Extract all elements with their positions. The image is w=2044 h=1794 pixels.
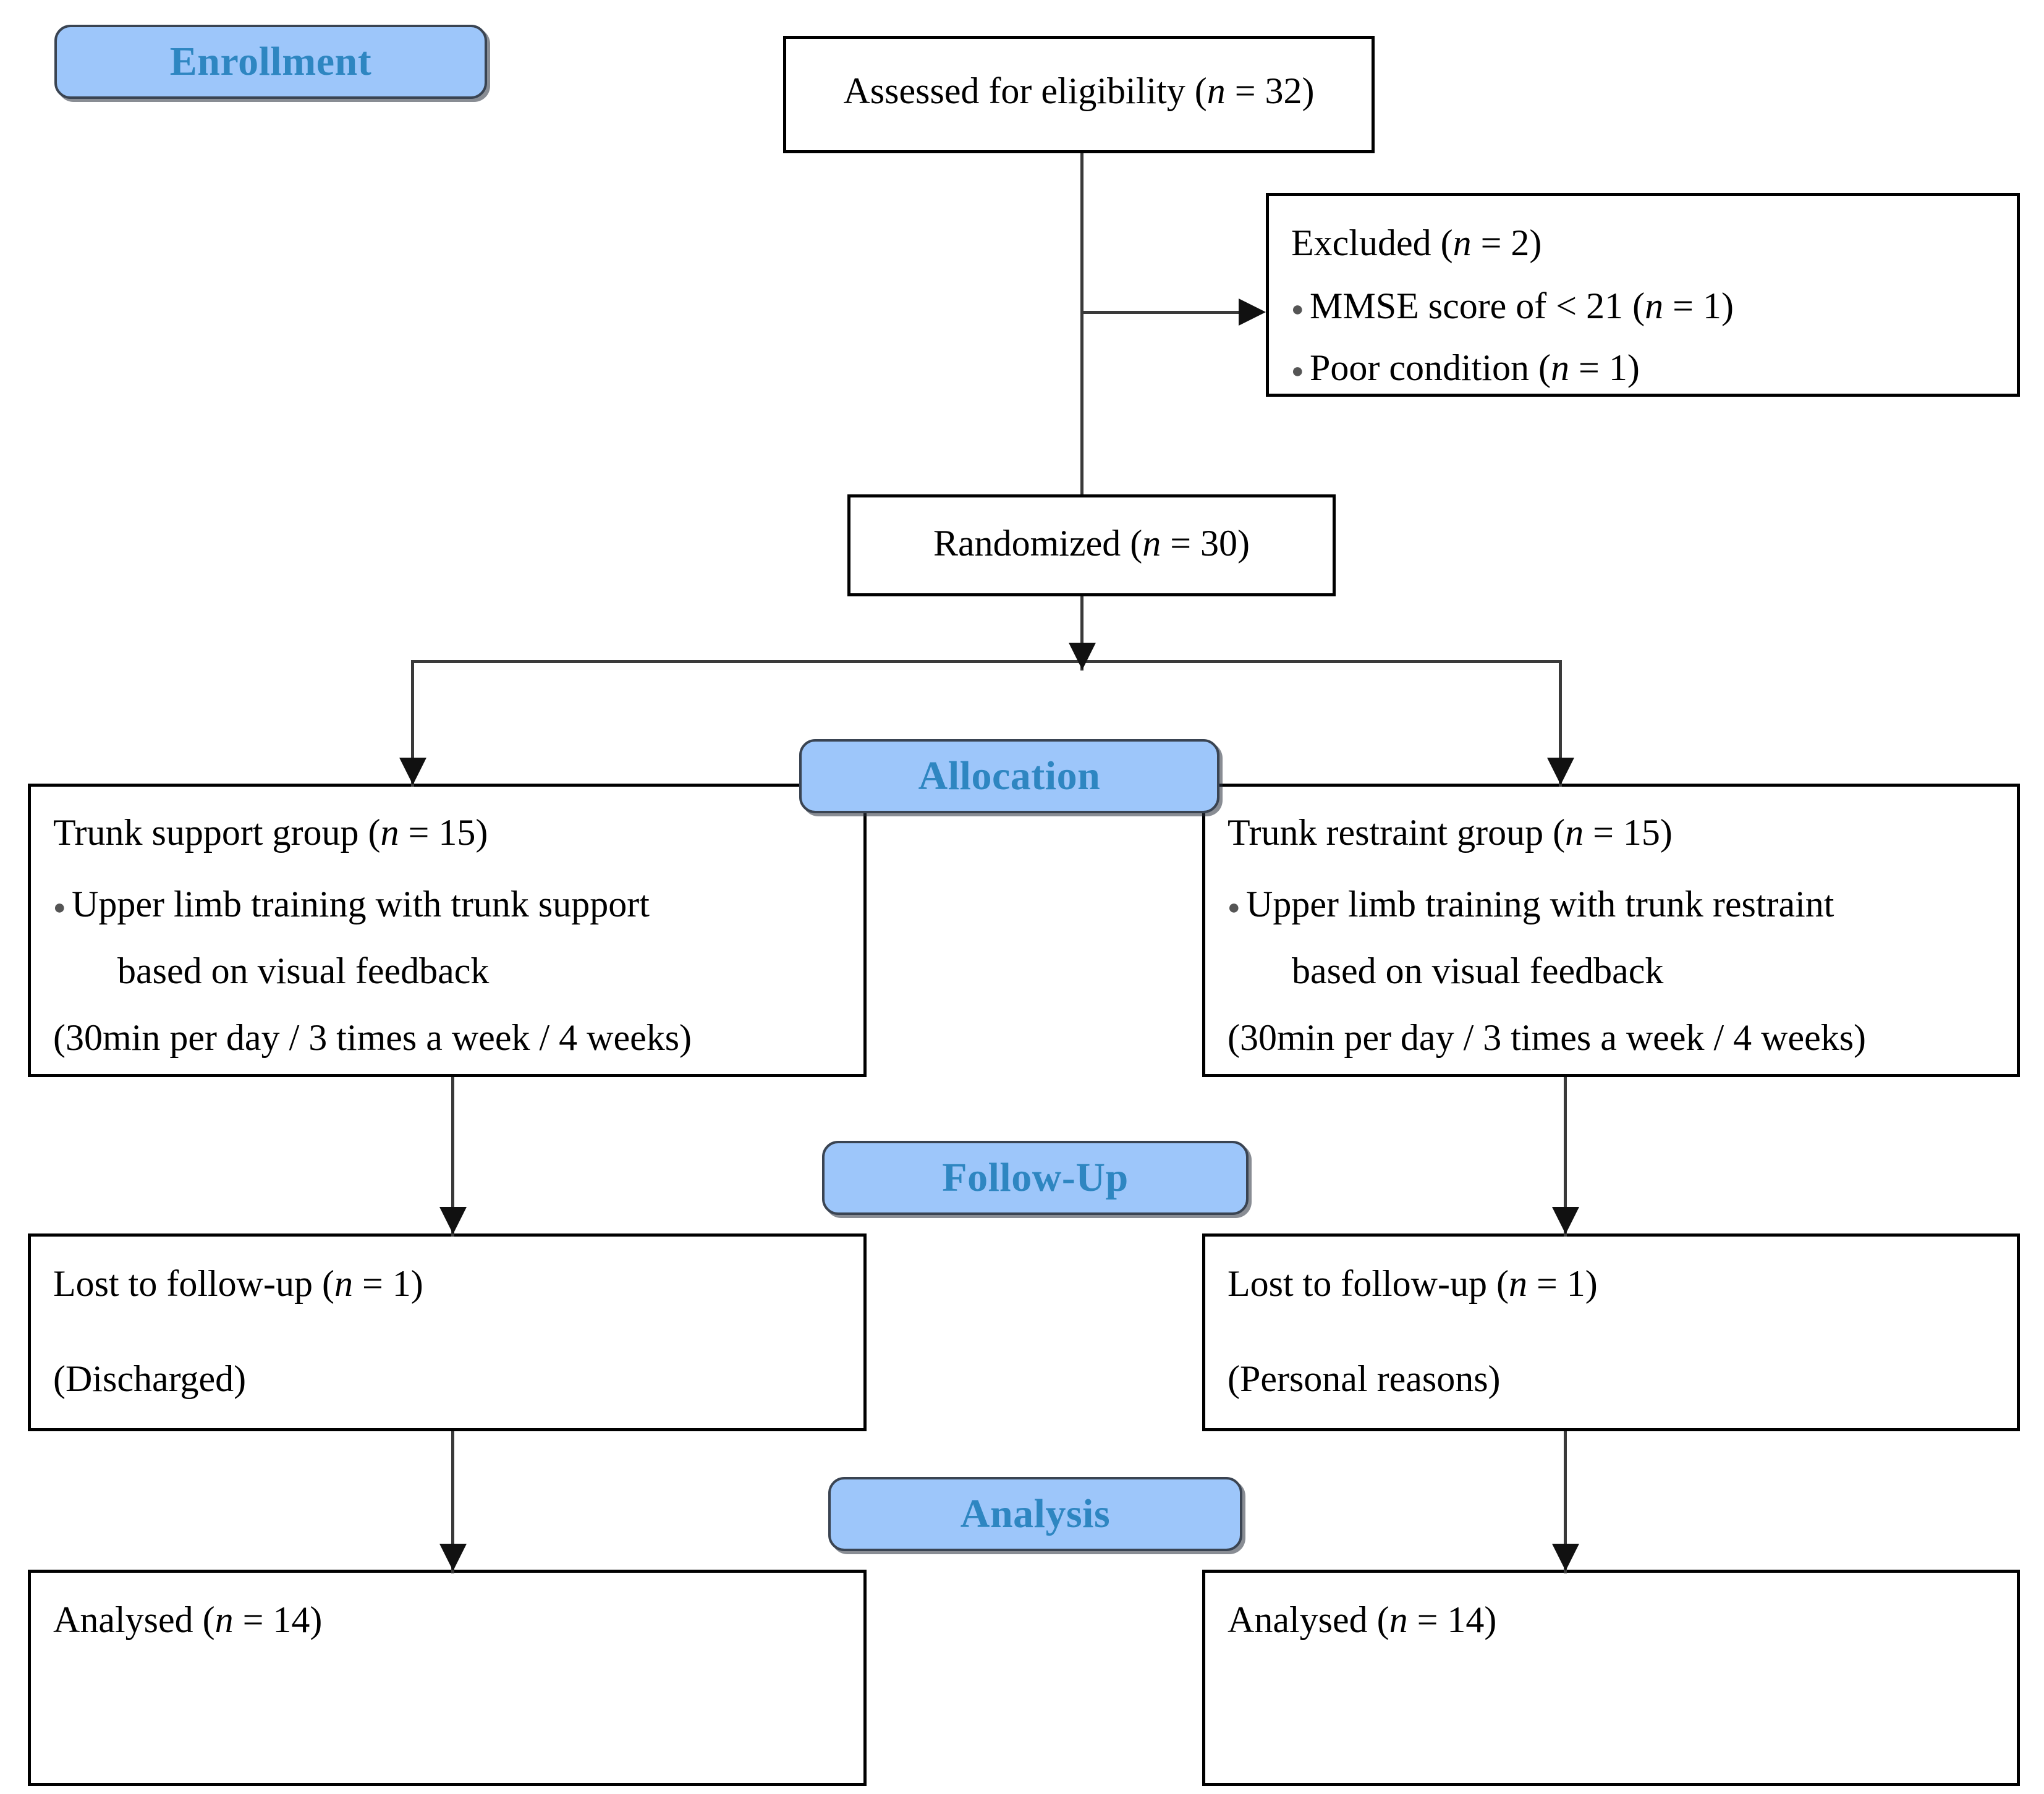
analysis-right-n-value: = 14) xyxy=(1407,1599,1497,1640)
followup-right-line-2: (Personal reasons) xyxy=(1228,1360,2002,1397)
node-excluded: Excluded (n = 2) ●MMSE score of < 21 (n … xyxy=(1266,193,2020,397)
alloc-right-bullet-1-cont-text: based on visual feedback xyxy=(1292,950,1664,991)
connector-split-to-alloc-right xyxy=(1559,660,1562,787)
assessed-label: Assessed for eligibility ( xyxy=(843,70,1207,111)
followup-left-n-symbol: n xyxy=(334,1263,353,1304)
node-allocation-trunk-restraint: Trunk restraint group (n = 15) ● Upper li… xyxy=(1202,784,2020,1077)
stage-badge-followup-label: Follow-Up xyxy=(942,1155,1129,1200)
randomized-n-symbol: n xyxy=(1142,523,1161,564)
analysis-left-n-symbol: n xyxy=(214,1599,234,1640)
followup-left-line-1-text: Lost to follow-up ( xyxy=(53,1263,334,1304)
connector-split-to-alloc-right-arrow xyxy=(1547,758,1574,785)
alloc-left-bullet-1-text: Upper limb training with trunk support xyxy=(72,884,650,925)
node-analysis-trunk-support: Analysed (n = 14) xyxy=(28,1570,867,1786)
randomized-text: Randomized (n = 30) xyxy=(850,525,1333,562)
connector-followup-right-to-analysis-right-arrow xyxy=(1552,1544,1579,1571)
analysis-right-n-symbol: n xyxy=(1389,1599,1408,1640)
alloc-left-bullet-1: ● Upper limb training with trunk support xyxy=(53,886,849,923)
connector-assessed-to-excluded-arrow xyxy=(1239,298,1266,326)
connector-randomized-down-arrow xyxy=(1069,643,1096,670)
randomized-n-value: = 30) xyxy=(1161,523,1250,564)
stage-badge-allocation: Allocation xyxy=(799,739,1219,813)
alloc-left-title: Trunk support group (n = 15) xyxy=(53,814,849,851)
alloc-right-bullet-1-text: Upper limb training with trunk restraint xyxy=(1246,884,1834,925)
assessed-text: Assessed for eligibility (n = 32) xyxy=(786,72,1372,109)
excluded-reason-1-text: MMSE score of < 21 ( xyxy=(1310,286,1645,326)
excluded-reason-2-n-value: = 1) xyxy=(1569,347,1640,388)
excluded-reason-2-text: Poor condition ( xyxy=(1310,347,1551,388)
connector-assessed-to-randomized xyxy=(1080,153,1083,494)
alloc-left-n-value: = 15) xyxy=(399,812,488,853)
excluded-heading-n-value: = 2) xyxy=(1471,222,1542,263)
connector-followup-right-to-analysis-right xyxy=(1564,1431,1567,1573)
analysis-left-n-value: = 14) xyxy=(233,1599,323,1640)
analysis-right-line-1-text: Analysed ( xyxy=(1228,1599,1389,1640)
excluded-reason-1-n-value: = 1) xyxy=(1663,286,1734,326)
followup-left-line-2: (Discharged) xyxy=(53,1360,849,1397)
connector-randomized-down xyxy=(1080,596,1083,671)
stage-badge-analysis: Analysis xyxy=(828,1477,1242,1551)
alloc-left-dose: (30min per day / 3 times a week / 4 week… xyxy=(53,1019,849,1056)
bullet-icon: ● xyxy=(1291,360,1304,383)
excluded-reason-2: ● Poor condition (n = 1) xyxy=(1291,349,2002,386)
connector-split-to-alloc-left xyxy=(411,660,414,787)
node-followup-trunk-support: Lost to follow-up (n = 1) (Discharged) xyxy=(28,1233,867,1431)
alloc-left-dose-text: (30min per day / 3 times a week / 4 week… xyxy=(53,1017,692,1058)
alloc-right-dose: (30min per day / 3 times a week / 4 week… xyxy=(1228,1019,2002,1056)
alloc-right-bullet-1-cont: based on visual feedback xyxy=(1292,952,2002,989)
followup-left-line-1: Lost to follow-up (n = 1) xyxy=(53,1265,849,1302)
connector-alloc-right-to-followup-right-arrow xyxy=(1552,1207,1579,1234)
excluded-heading-n-symbol: n xyxy=(1452,222,1472,263)
alloc-right-n-symbol: n xyxy=(1565,812,1584,853)
alloc-right-n-value: = 15) xyxy=(1584,812,1673,853)
stage-badge-enrollment-label: Enrollment xyxy=(169,39,372,84)
analysis-left-line-1: Analysed (n = 14) xyxy=(53,1601,849,1638)
connector-alloc-right-to-followup-right xyxy=(1564,1077,1567,1237)
stage-badge-enrollment: Enrollment xyxy=(54,25,487,99)
followup-right-line-2-text: (Personal reasons) xyxy=(1228,1358,1501,1399)
followup-right-line-1-text: Lost to follow-up ( xyxy=(1228,1263,1509,1304)
followup-left-n-value: = 1) xyxy=(352,1263,423,1304)
assessed-n-symbol: n xyxy=(1206,70,1226,111)
alloc-right-dose-text: (30min per day / 3 times a week / 4 week… xyxy=(1228,1017,1867,1058)
alloc-right-title-text: Trunk restraint group ( xyxy=(1228,812,1566,853)
connector-split-to-alloc-left-arrow xyxy=(399,758,426,785)
connector-alloc-left-to-followup-left xyxy=(451,1077,454,1237)
excluded-heading: Excluded (n = 2) xyxy=(1291,224,2002,261)
stage-badge-analysis-label: Analysis xyxy=(960,1491,1111,1536)
followup-right-line-1: Lost to follow-up (n = 1) xyxy=(1228,1265,2002,1302)
excluded-heading-pre: Excluded ( xyxy=(1291,222,1453,263)
alloc-left-n-symbol: n xyxy=(380,812,399,853)
node-allocation-trunk-support: Trunk support group (n = 15) ● Upper limb… xyxy=(28,784,867,1077)
followup-right-n-value: = 1) xyxy=(1527,1263,1598,1304)
alloc-left-title-text: Trunk support group ( xyxy=(53,812,381,853)
node-followup-trunk-restraint: Lost to follow-up (n = 1) (Personal reas… xyxy=(1202,1233,2020,1431)
alloc-right-bullet-1: ● Upper limb training with trunk restrain… xyxy=(1228,886,2002,923)
node-analysis-trunk-restraint: Analysed (n = 14) xyxy=(1202,1570,2020,1786)
analysis-right-line-1: Analysed (n = 14) xyxy=(1228,1601,2002,1638)
node-assessed-for-eligibility: Assessed for eligibility (n = 32) xyxy=(783,36,1375,153)
randomized-label: Randomized ( xyxy=(933,523,1143,564)
connector-assessed-to-excluded-line xyxy=(1080,311,1242,314)
excluded-reason-2-n-symbol: n xyxy=(1550,347,1569,388)
excluded-reason-1: ● MMSE score of < 21 (n = 1) xyxy=(1291,287,2002,324)
connector-allocation-split-bar xyxy=(411,660,1562,663)
stage-badge-followup: Follow-Up xyxy=(822,1141,1249,1215)
node-randomized: Randomized (n = 30) xyxy=(847,494,1336,596)
analysis-left-line-1-text: Analysed ( xyxy=(53,1599,215,1640)
alloc-left-bullet-1-cont-text: based on visual feedback xyxy=(117,950,490,991)
connector-alloc-left-to-followup-left-arrow xyxy=(439,1207,467,1234)
bullet-icon: ● xyxy=(1228,896,1240,919)
alloc-left-bullet-1-cont: based on visual feedback xyxy=(117,952,849,989)
bullet-icon: ● xyxy=(53,896,66,919)
assessed-n-value: = 32) xyxy=(1225,70,1315,111)
followup-right-n-symbol: n xyxy=(1508,1263,1527,1304)
connector-followup-left-to-analysis-left-arrow xyxy=(439,1544,467,1571)
stage-badge-allocation-label: Allocation xyxy=(918,753,1101,798)
excluded-reason-1-n-symbol: n xyxy=(1645,286,1664,326)
alloc-right-title: Trunk restraint group (n = 15) xyxy=(1228,814,2002,851)
bullet-icon: ● xyxy=(1291,298,1304,321)
followup-left-line-2-text: (Discharged) xyxy=(53,1358,247,1399)
connector-followup-left-to-analysis-left xyxy=(451,1431,454,1573)
